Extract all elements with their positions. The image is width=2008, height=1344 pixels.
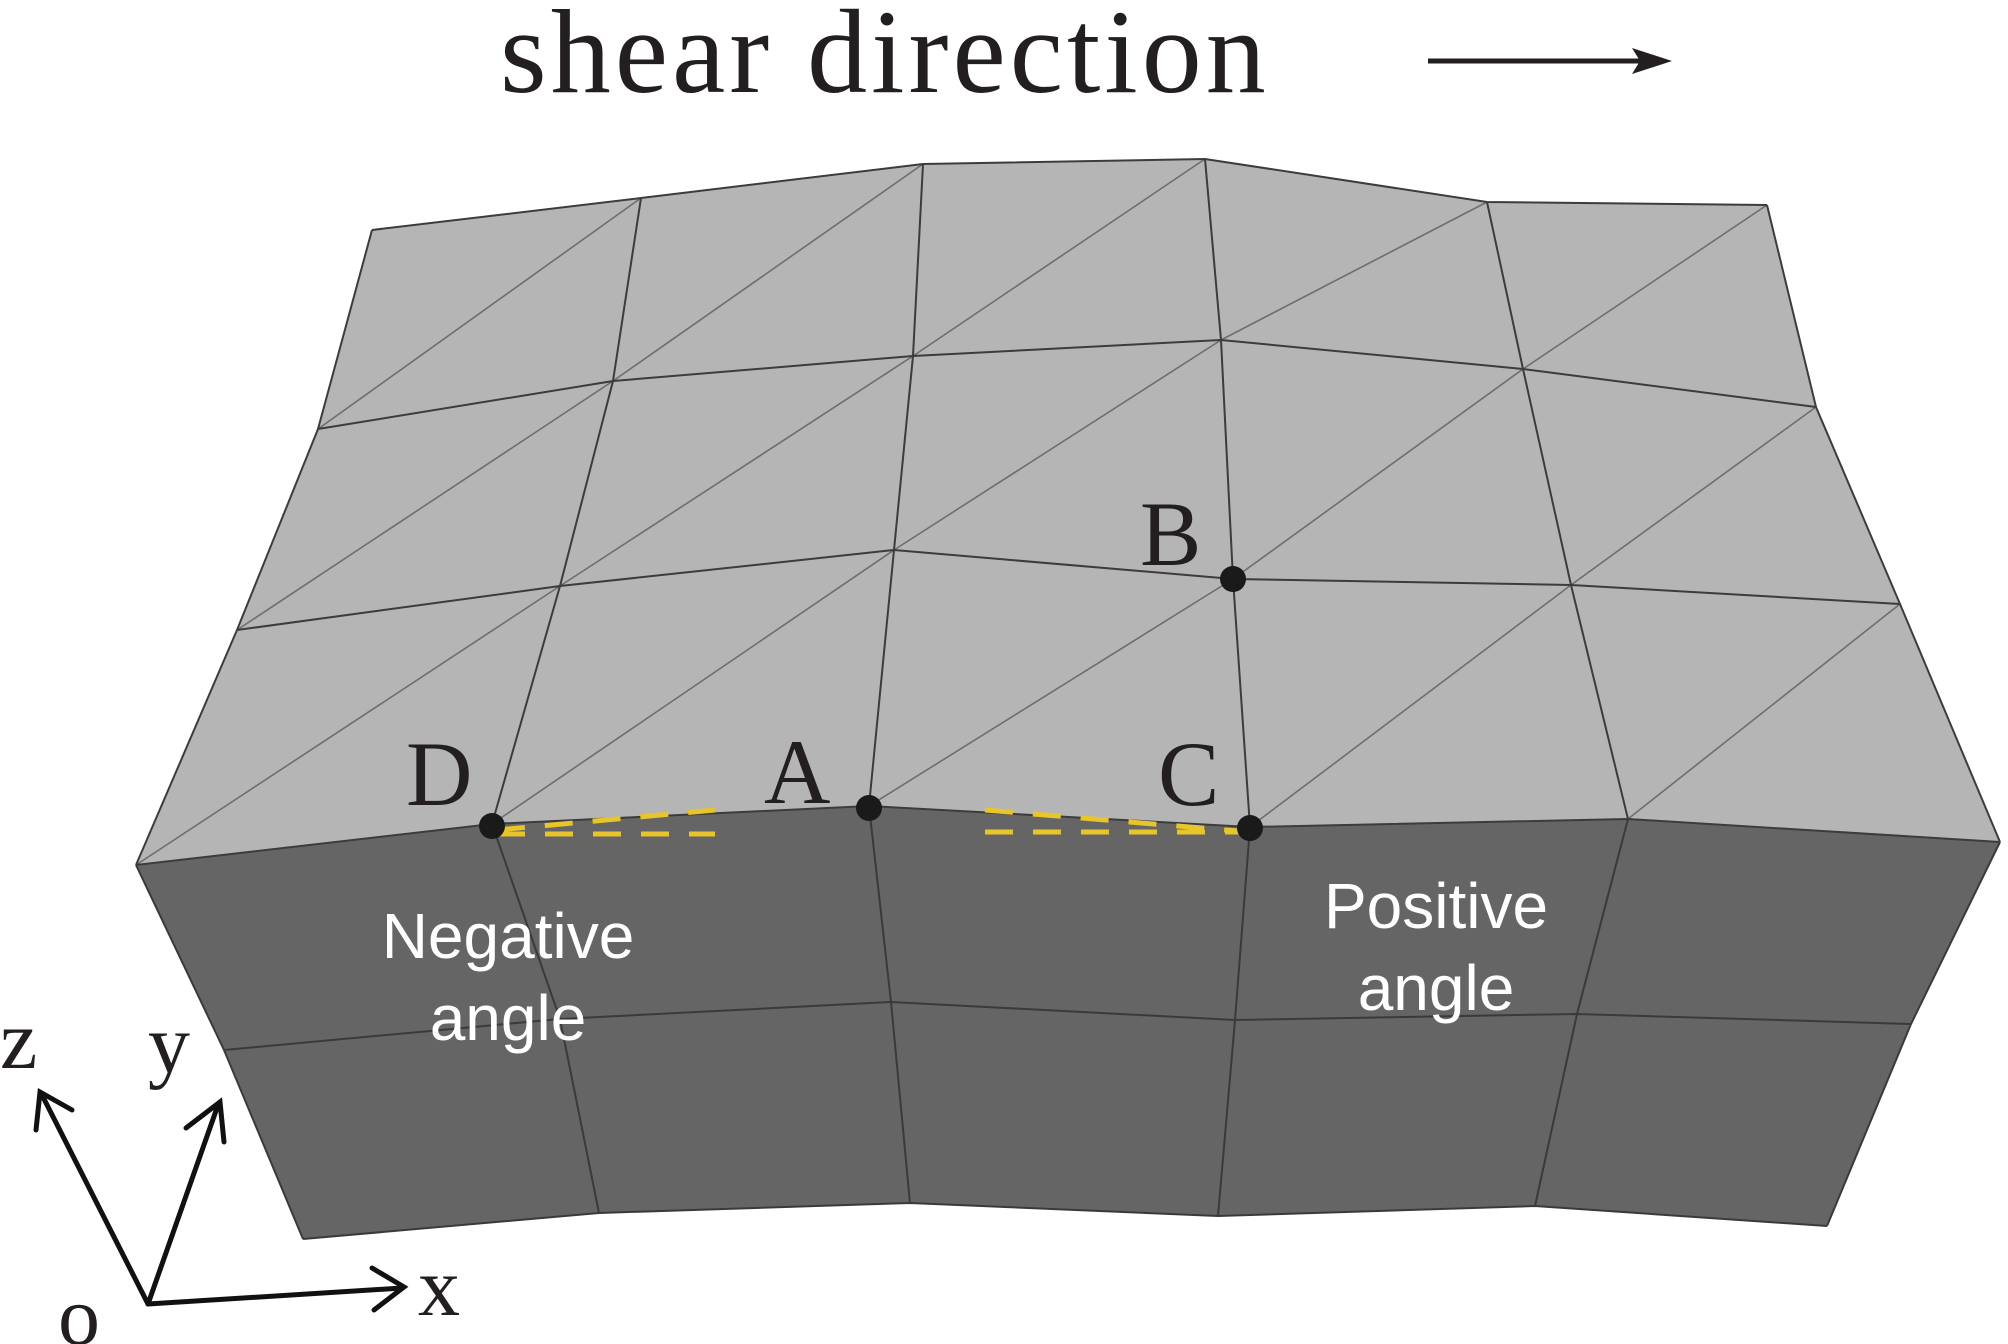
right-arrow-icon xyxy=(1428,48,1672,74)
point-b-marker xyxy=(1220,566,1246,592)
front-face xyxy=(136,806,2000,1239)
top-face-diagonals xyxy=(135,158,1901,866)
point-a-marker xyxy=(856,795,882,821)
positive-angle-label-line2: angle xyxy=(1358,952,1515,1024)
point-c-marker xyxy=(1237,815,1263,841)
origin-label: o xyxy=(58,1270,100,1344)
z-axis-label: z xyxy=(0,994,37,1087)
point-a-label: A xyxy=(764,721,830,823)
point-d-marker xyxy=(479,813,505,839)
negative-angle-dashed-lines xyxy=(496,807,716,837)
positive-angle-label-line1: Positive xyxy=(1324,870,1548,942)
point-c-label: C xyxy=(1158,723,1219,825)
x-axis-label: x xyxy=(418,1241,460,1334)
y-axis-label: y xyxy=(148,998,190,1091)
negative-angle-label-line2: angle xyxy=(430,982,587,1054)
negative-angle-label-line1: Negative xyxy=(382,900,635,972)
coordinate-axes xyxy=(33,1087,409,1313)
front-face-mesh xyxy=(135,805,2001,1240)
point-d-label: D xyxy=(406,723,472,825)
shear-direction-title: shear direction xyxy=(500,0,1270,118)
point-b-label: B xyxy=(1140,483,1201,585)
top-face xyxy=(136,159,2000,865)
